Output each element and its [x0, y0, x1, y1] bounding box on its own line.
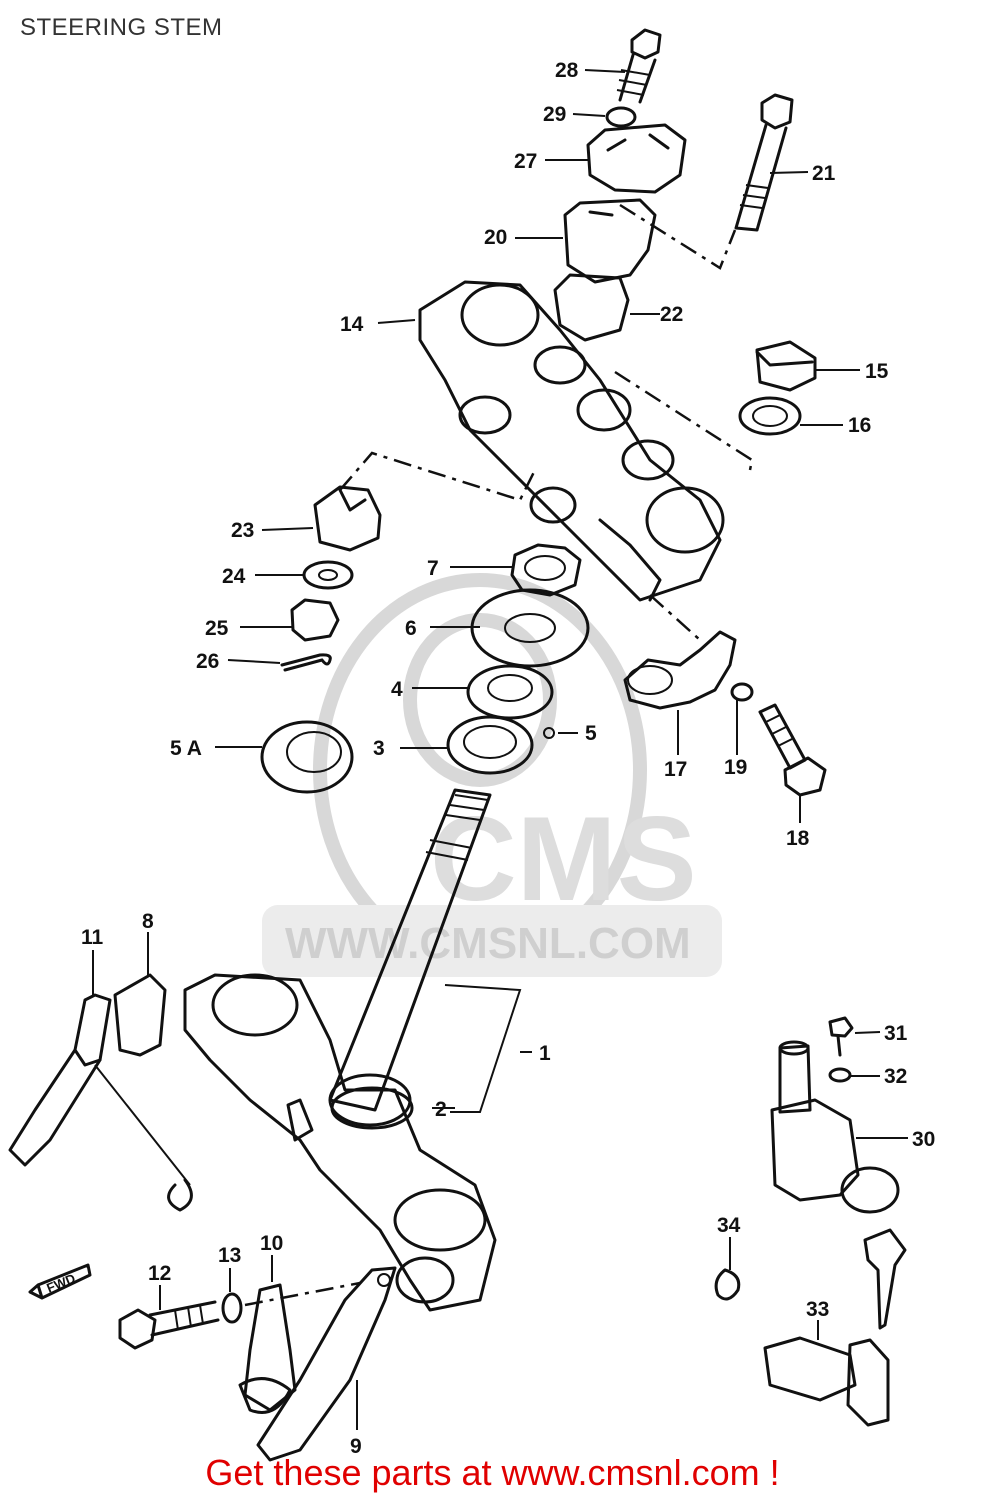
- part-2-seal: [330, 1086, 414, 1130]
- label-part-21: 21: [812, 162, 836, 185]
- label-part-22: 22: [660, 303, 683, 326]
- label-part-34: 34: [717, 1214, 741, 1237]
- page-title: STEERING STEM: [20, 14, 223, 41]
- label-part-20: 20: [484, 226, 507, 249]
- part-4-race: [466, 664, 554, 720]
- label-part-31: 31: [884, 1022, 908, 1045]
- label-part-8: 8: [142, 910, 154, 933]
- part-9-arm: [256, 1266, 397, 1462]
- part-33-lock-cylinder: [763, 1336, 890, 1427]
- label-part-5: 5: [585, 722, 597, 745]
- label-part-16: 16: [848, 414, 871, 437]
- part-31-screw: [828, 1016, 854, 1057]
- label-part-11: 11: [81, 926, 104, 949]
- part-22-damper: [553, 273, 630, 342]
- part-27-holder-cap: [586, 123, 687, 194]
- label-part-14: 14: [340, 313, 364, 336]
- label-part-29: 29: [543, 103, 566, 126]
- label-part-13: 13: [218, 1244, 241, 1267]
- label-part-2: 2: [435, 1098, 447, 1121]
- part-8-11-bracket: [8, 973, 193, 1212]
- label-part-28: 28: [555, 59, 579, 82]
- forward-arrow-icon: FWD: [28, 1263, 92, 1300]
- part-29-washer: [605, 106, 637, 128]
- part-25-nut: [290, 598, 340, 642]
- label-part-27: 27: [514, 150, 537, 173]
- label-part-9: 9: [350, 1435, 362, 1458]
- part-7-nut: [510, 543, 582, 597]
- leader-lines: [92, 69, 908, 1430]
- part-16-washer: [738, 396, 802, 436]
- label-part-1: 1: [539, 1042, 551, 1065]
- label-part-4: 4: [391, 678, 403, 701]
- part-30-steering-lock: [770, 1040, 907, 1330]
- label-part-23: 23: [231, 519, 254, 542]
- part-14-upper-bracket: [418, 280, 725, 602]
- watermark-logo: CMS WWW.CMSNL.COM: [262, 573, 722, 977]
- part-21-bolt: [734, 93, 794, 232]
- part-34-clip: [714, 1268, 741, 1301]
- part-13-washer: [221, 1292, 243, 1324]
- label-part-10: 10: [260, 1232, 283, 1255]
- forward-arrow-label: FWD: [44, 1271, 77, 1296]
- label-part-33: 33: [806, 1298, 829, 1321]
- label-part-30: 30: [912, 1128, 935, 1151]
- label-part-12: 12: [148, 1262, 171, 1285]
- part-18-bolt: [758, 703, 827, 797]
- part-28-bolt: [616, 28, 662, 104]
- part-12-bolt: [118, 1300, 220, 1350]
- label-part-32: 32: [884, 1065, 907, 1088]
- watermark-brand: CMS: [430, 792, 697, 926]
- part-26-cotter-pin: [280, 653, 332, 672]
- label-part-3: 3: [373, 737, 385, 760]
- watermark-url: WWW.CMSNL.COM: [285, 919, 691, 968]
- label-part-17: 17: [664, 758, 687, 781]
- label-part-18: 18: [786, 827, 810, 850]
- label-part-7: 7: [427, 557, 439, 580]
- label-part-19: 19: [724, 756, 747, 779]
- label-part-15: 15: [865, 360, 889, 383]
- part-32-washer: [828, 1067, 852, 1083]
- label-part-6: 6: [405, 617, 417, 640]
- part-20-holder: [563, 198, 657, 284]
- label-part-5a: 5 A: [170, 737, 202, 760]
- part-15-cap: [755, 340, 817, 392]
- part-5a-bearing: [260, 720, 354, 794]
- part-1-stem-lower-bracket: [183, 788, 497, 1312]
- part-19-washer: [730, 682, 754, 702]
- label-part-26: 26: [196, 650, 219, 673]
- part-5-ball: [543, 727, 555, 739]
- label-part-25: 25: [205, 617, 229, 640]
- part-23-nut: [313, 485, 382, 552]
- label-part-24: 24: [222, 565, 246, 588]
- part-24-washer: [302, 560, 354, 590]
- footer-link[interactable]: Get these parts at www.cmsnl.com !: [205, 1452, 780, 1493]
- part-17-bracket: [623, 630, 737, 710]
- part-3-bearing: [446, 715, 534, 775]
